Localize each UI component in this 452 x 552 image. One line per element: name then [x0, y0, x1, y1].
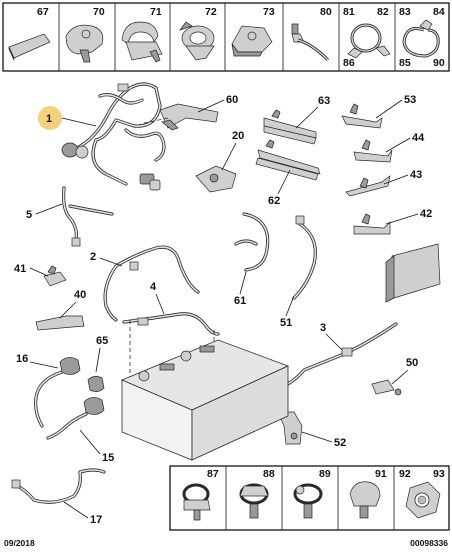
- callout-40: 40: [74, 289, 86, 301]
- part-number-92: 92: [399, 468, 411, 480]
- battery: [120, 339, 290, 461]
- bracket-part-52: [277, 411, 303, 445]
- callout-50: 50: [406, 357, 418, 369]
- bracket-part-42: [353, 213, 391, 235]
- callout-62: 62: [268, 195, 280, 207]
- bracket-part-40: [35, 315, 85, 331]
- cable-part-16: [34, 357, 81, 428]
- part-number-88: 88: [263, 468, 275, 480]
- cable-part-15: [46, 397, 105, 440]
- highlight-badge: [38, 106, 62, 130]
- clip-part-71: [121, 21, 163, 63]
- main-harness-part-1: [61, 82, 166, 191]
- part-number-86: 86: [343, 57, 355, 69]
- cable-part-17: [11, 468, 106, 504]
- duct-part-63: [263, 109, 317, 145]
- callout-52: 52: [334, 437, 346, 449]
- callout-1: 1: [46, 113, 52, 125]
- bracket-part-44: [353, 139, 393, 163]
- top-fixings-panel: 67 70 71 72 73: [2, 2, 450, 72]
- part-number-80: 80: [320, 6, 332, 18]
- cable-part-2: [103, 245, 200, 322]
- bottom-fixings-panel: 87 88 89 91 92 93: [169, 465, 450, 531]
- diagram-reference: 00098336: [410, 538, 448, 548]
- bracket-part-53: [341, 103, 383, 129]
- cable-part-3: [278, 322, 398, 390]
- plug-part-91: [349, 481, 381, 519]
- bracket-part-60: [159, 103, 219, 131]
- part-number-93: 93: [433, 468, 445, 480]
- duct-part-62: [255, 139, 321, 181]
- callout-41: 41: [14, 263, 26, 275]
- clip-part-88: [239, 483, 269, 519]
- cable-part-4: [122, 312, 220, 336]
- hose-clamp-part-83-84-85-90: [402, 19, 440, 58]
- part-number-73: 73: [263, 6, 275, 18]
- part-number-85: 85: [399, 57, 411, 69]
- cable-part-51: [292, 215, 317, 300]
- part-number-70: 70: [93, 6, 105, 18]
- part-number-81: 81: [343, 6, 355, 18]
- part-number-72: 72: [205, 6, 217, 18]
- clip-part-89: [293, 483, 323, 519]
- clip-part-87: [182, 483, 211, 521]
- part-number-67: 67: [37, 6, 49, 18]
- callout-5: 5: [26, 209, 32, 221]
- part-number-83: 83: [399, 6, 411, 18]
- cable-part-61: [234, 212, 270, 272]
- bracket-part-43: [345, 175, 391, 197]
- clip-part-70: [65, 24, 104, 63]
- callout-15: 15: [102, 452, 114, 464]
- part-number-87: 87: [207, 468, 219, 480]
- diagram-date: 09/2018: [4, 538, 35, 548]
- bracket-part-41: [43, 265, 67, 287]
- control-module: [385, 243, 441, 303]
- part-number-71: 71: [150, 6, 162, 18]
- callout-65: 65: [96, 335, 108, 347]
- callout-44: 44: [412, 132, 425, 144]
- clip-part-73: [231, 25, 273, 57]
- callout-17: 17: [90, 514, 102, 526]
- part-number-89: 89: [319, 468, 331, 480]
- callout-4: 4: [150, 281, 157, 293]
- callout-2: 2: [90, 251, 96, 263]
- clip-part-72: [179, 21, 215, 61]
- part-number-84: 84: [433, 6, 445, 18]
- callout-63: 63: [318, 95, 330, 107]
- callout-43: 43: [410, 169, 422, 181]
- cable-tie-part-80: [291, 23, 330, 62]
- part-number-82: 82: [377, 6, 389, 18]
- callout-3: 3: [320, 322, 326, 334]
- callout-60: 60: [226, 94, 238, 106]
- callout-53: 53: [404, 94, 416, 106]
- cable-part-5: [62, 186, 114, 247]
- part-number-90: 90: [433, 57, 445, 69]
- callout-42: 42: [420, 208, 432, 220]
- terminal-cover-part-65: [87, 376, 105, 392]
- callout-16: 16: [16, 353, 28, 365]
- callout-20: 20: [232, 130, 244, 142]
- part-number-91: 91: [375, 468, 387, 480]
- callout-51: 51: [280, 317, 292, 329]
- nut-part-92-93: [405, 481, 441, 519]
- clamp-part-81-82-86: [347, 23, 391, 59]
- connector-part-20: [195, 165, 237, 193]
- foam-pad-part-67: [8, 33, 51, 61]
- callout-61: 61: [234, 295, 246, 307]
- bracket-part-50: [371, 379, 402, 396]
